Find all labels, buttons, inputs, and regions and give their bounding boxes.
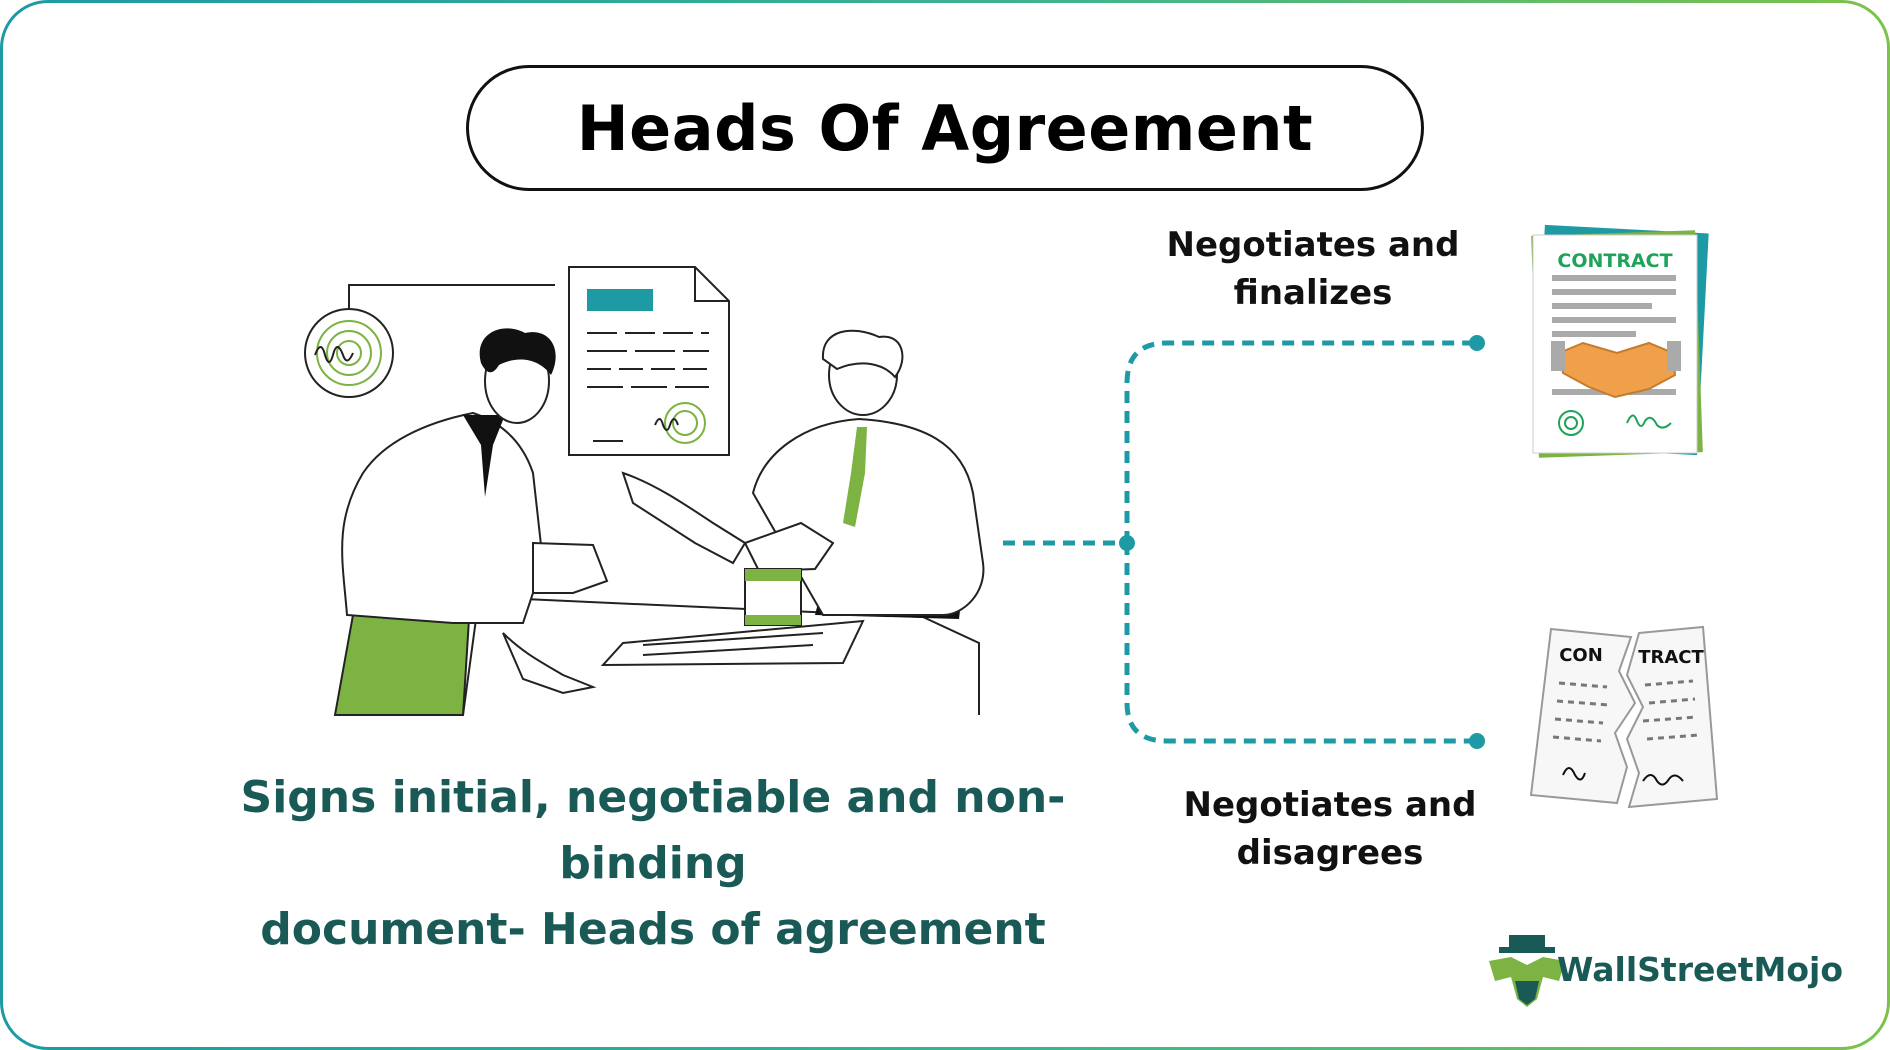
canvas: Heads Of Agreement <box>3 3 1887 1047</box>
branch-bottom-label-line2: disagrees <box>1236 833 1424 873</box>
brand-logo: WallStreetMojo <box>1483 931 1843 1007</box>
torn-contract-label-left: CON <box>1559 645 1603 666</box>
caption-line-2: document- Heads of agreement <box>260 904 1046 955</box>
fingerprint-seal-icon <box>304 284 555 398</box>
main-caption: Signs initial, negotiable and non-bindin… <box>163 765 1143 963</box>
branch-bottom-label: Negotiates and disagrees <box>1173 781 1487 877</box>
bottom-end-dot <box>1469 733 1485 749</box>
branch-top-label: Negotiates and finalizes <box>1163 221 1463 317</box>
branch-connectors <box>1003 340 1477 744</box>
junction-dot <box>1119 535 1135 551</box>
torn-contract-icon: CON TRACT <box>1529 625 1719 809</box>
contract-label: CONTRACT <box>1557 250 1672 272</box>
left-man-illustration <box>333 328 609 716</box>
branch-bottom-label-line1: Negotiates and <box>1183 785 1477 825</box>
brand-logo-icon <box>1489 935 1565 1007</box>
torn-contract-label-right: TRACT <box>1638 647 1704 668</box>
brand-name: WallStreetMojo <box>1557 949 1843 989</box>
right-man-illustration <box>621 329 985 626</box>
signed-contract-icon: CONTRACT <box>1531 224 1709 458</box>
diagram-graphics: CONTRACT CON TRACT <box>304 224 1719 1007</box>
page-title: Heads Of Agreement <box>576 91 1314 165</box>
held-document-icon <box>568 266 730 456</box>
title-box: Heads Of Agreement <box>466 65 1424 191</box>
top-end-dot <box>1469 335 1485 351</box>
branch-top-label-line2: finalizes <box>1233 273 1393 313</box>
branch-top-label-line1: Negotiates and <box>1166 225 1460 265</box>
caption-line-1: Signs initial, negotiable and non-bindin… <box>240 772 1066 889</box>
